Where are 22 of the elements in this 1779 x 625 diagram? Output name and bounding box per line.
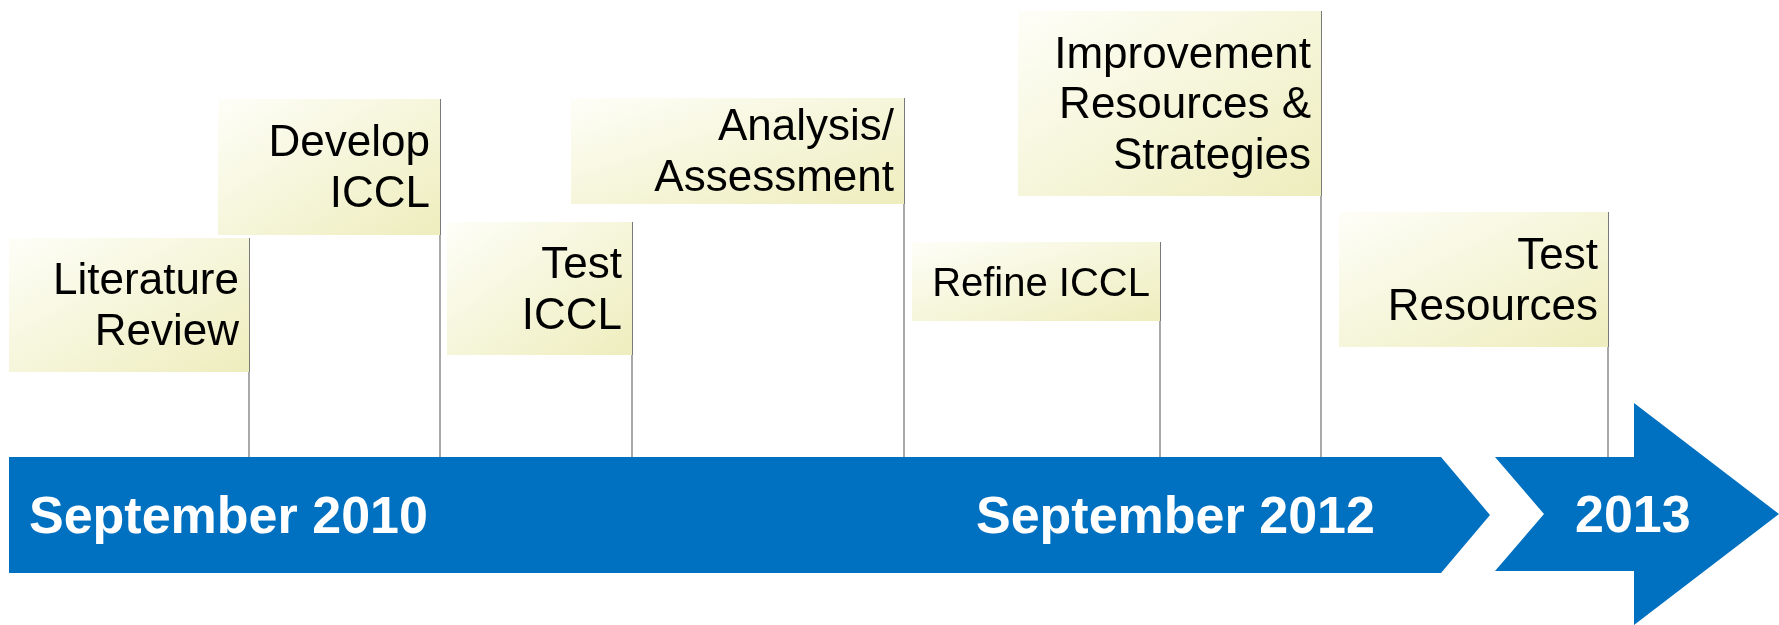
milestone-label: Test Resources — [1386, 228, 1598, 331]
milestone-flag — [1018, 11, 1322, 196]
flag-pole — [248, 371, 250, 458]
flag-pole — [1159, 320, 1161, 458]
timeline-date: 2013 — [1575, 488, 1691, 540]
flag-pole — [439, 234, 441, 458]
flag-pole — [903, 203, 905, 458]
milestone-flag — [447, 222, 633, 355]
milestone-label: Test ICCL — [520, 237, 622, 340]
milestone-flag — [912, 242, 1161, 321]
milestone-flag — [571, 98, 905, 204]
milestone-flag — [218, 99, 441, 235]
milestone-label: Refine ICCL — [932, 258, 1150, 305]
flag-pole — [631, 354, 633, 458]
milestone-label: Develop ICCL — [267, 116, 430, 218]
milestone-label: Analysis/ Assessment — [653, 100, 894, 202]
flag-pole — [1320, 195, 1322, 458]
milestone-label: Literature Review — [52, 254, 239, 356]
milestone-flag — [9, 238, 250, 372]
milestone-label: Improvement Resources & Strategies — [1053, 27, 1311, 180]
flag-pole — [1607, 346, 1609, 458]
milestone-flag — [1339, 212, 1609, 347]
